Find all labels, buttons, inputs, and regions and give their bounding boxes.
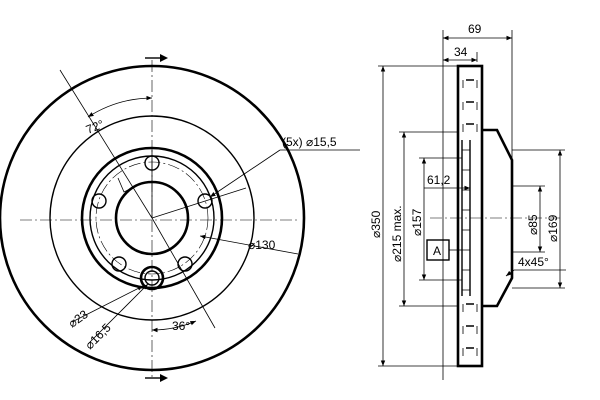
bolt-hole [111,256,127,272]
offset-label: 61,2 [427,173,451,187]
pcd-leader [199,234,299,255]
bolt-hole [91,193,107,209]
chamfer-leader [505,269,515,277]
hat-profile [482,128,514,308]
side-view: 69 34 ⌀350 ⌀215 max. ⌀157 61,2 [369,22,566,380]
section-arrow-top-head [160,54,168,62]
angle-72-arc [87,95,153,118]
hole-label-a: ⌀23 [66,307,91,330]
width-hat-label: 34 [454,45,468,59]
d157-label: ⌀157 [410,208,424,236]
datum-label: A [433,244,441,258]
hole-leader-a [71,285,144,323]
friction-ring [456,64,484,368]
d85-label: ⌀85 [526,214,540,235]
bolt-hole [177,256,193,272]
hole-leader-b [87,283,149,345]
pcd-label: ⌀130 [248,238,276,252]
width-total-label: 69 [468,22,482,36]
angle-72-label: 72° [84,117,106,137]
hole-label-b: ⌀16,5 [82,320,114,352]
d350-label: ⌀350 [369,210,383,238]
bolt-callout: (5x) ⌀15,5 [282,135,337,149]
bolt-hole [197,193,213,209]
friction-ring-inner-edge [49,115,255,321]
bolt-leader [209,149,281,198]
angle-36-label: 36° [172,319,190,333]
chamfer-label: 4x45° [518,255,549,269]
hat-hatching [462,149,470,291]
l-marker [117,177,133,193]
locator-hole-outer [139,265,165,291]
section-arrow-bottom-head [160,374,168,382]
radial-line [151,187,247,219]
disc-outer-edge [0,64,306,372]
d215-label: ⌀215 max. [390,205,404,262]
angle-ray [151,217,216,329]
locator-hole-inner [144,270,160,286]
angle-ray [59,69,153,219]
angle-36-arc [151,320,197,333]
d169-label: ⌀169 [546,214,560,242]
vent-slots [462,79,478,356]
front-view: 72° 36° (5x) ⌀15,5 ⌀130 ⌀23 ⌀16,5 [0,54,360,382]
